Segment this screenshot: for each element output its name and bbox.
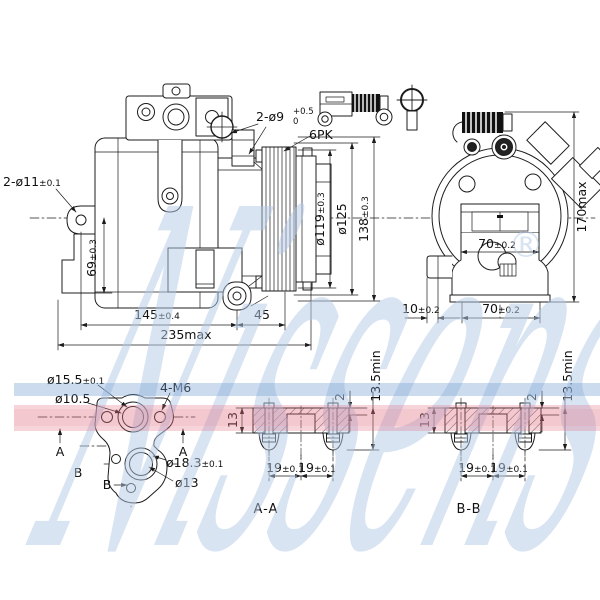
aa-dim-13: 13 [225, 412, 240, 428]
dim-10: 10±0.2 [402, 301, 440, 316]
dim-145: 145±0.4 [134, 307, 180, 322]
dim-138: 138±0.3 [356, 196, 371, 242]
aa-dim-19-left: 19±0.1 [266, 460, 304, 475]
bolt-position-marker-icon [206, 111, 238, 143]
callout-6pk: 6PK [309, 127, 333, 142]
callout-d10-5: ø10.5 [55, 391, 90, 406]
aa-dim-19-right: 19±0.1 [298, 460, 336, 475]
callout-2-d9-tol-lower: 0 [293, 117, 298, 127]
dim-125: ø125 [334, 203, 349, 235]
side-view [61, 83, 332, 311]
pulley [255, 146, 332, 292]
bb-dim-2: 2 [524, 393, 539, 401]
bb-dim-19-left: 19±0.1 [458, 460, 496, 475]
highlight-band-blue [14, 383, 600, 396]
callout-2-d9-tol-upper: +0.5 [293, 107, 314, 117]
bb-dim-13-5min: 13.5min [560, 350, 575, 401]
callout-2-d11: 2-ø11±0.1 [3, 174, 61, 189]
dim-119: ø119±0.3 [312, 192, 327, 245]
dimension-labels: 2-ø11±0.1 2-ø9 +0.5 0 6PK 69±0.3 ø119±0.… [3, 107, 589, 517]
fitting-icon [317, 91, 393, 127]
connector-block-icon [452, 111, 513, 143]
bb-dim-19-right: 19±0.1 [490, 460, 528, 475]
dim-70-block: 70±0.2 [478, 236, 516, 251]
dim-235max: 235max [160, 327, 211, 342]
callout-2-d9: 2-ø9 [256, 109, 284, 124]
callout-d13: ø13 [175, 475, 199, 490]
callout-d18-3: ø18.3±0.1 [166, 455, 223, 470]
callout-4-m6: 4-M6 [160, 380, 191, 395]
section-aa [235, 390, 380, 482]
aa-dim-13-5min: 13.5min [368, 350, 383, 401]
dim-69: 69±0.3 [84, 239, 99, 277]
aa-dim-2: 2 [332, 393, 347, 401]
section-bb [427, 390, 572, 482]
dim-45: 45 [254, 307, 270, 322]
bb-dim-13: 13 [417, 412, 432, 428]
nissens-watermark: Nissens ® [0, 115, 600, 600]
section-mark-b-upper: B [74, 465, 83, 480]
dim-70-base: 70±0.2 [482, 301, 520, 316]
watermark-brand-text: Nissens [0, 115, 600, 600]
flange-detail-view [37, 384, 196, 508]
highlight-band-pink-core [14, 409, 600, 426]
callout-d15-5: ø15.5±0.1 [47, 372, 104, 387]
registered-trademark-icon: ® [508, 225, 544, 266]
section-mark-a-left: A [56, 444, 65, 459]
side-view-dimensions [55, 123, 381, 351]
dim-170max: 170max [574, 181, 589, 232]
highlight-band-pink [14, 405, 600, 431]
section-bb-title: B-B [456, 502, 481, 517]
section-mark-b-lower: B [103, 477, 112, 492]
bolt-front-icon [396, 84, 428, 131]
section-mark-a-right: A [179, 444, 188, 459]
section-aa-title: A-A [254, 502, 279, 517]
front-view-dimensions [404, 111, 580, 324]
